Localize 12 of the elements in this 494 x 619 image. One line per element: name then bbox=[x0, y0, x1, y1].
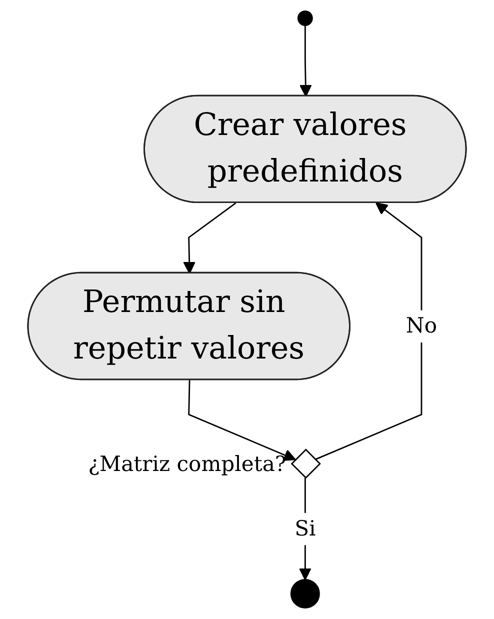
decision-label: ¿Matriz completa? bbox=[88, 450, 286, 476]
arrow bbox=[188, 380, 296, 461]
edge-label: No bbox=[406, 313, 438, 338]
arrow bbox=[183, 202, 236, 274]
activity-box: Crear valores predefinidos bbox=[144, 94, 467, 204]
start-node bbox=[297, 10, 313, 26]
arrow bbox=[314, 202, 422, 460]
edge-label: Si bbox=[294, 516, 316, 542]
arrow bbox=[299, 25, 312, 97]
end-node bbox=[290, 578, 320, 608]
decision-diamond bbox=[290, 448, 321, 479]
activity-box: Permutar sin repetir valores bbox=[27, 272, 350, 380]
